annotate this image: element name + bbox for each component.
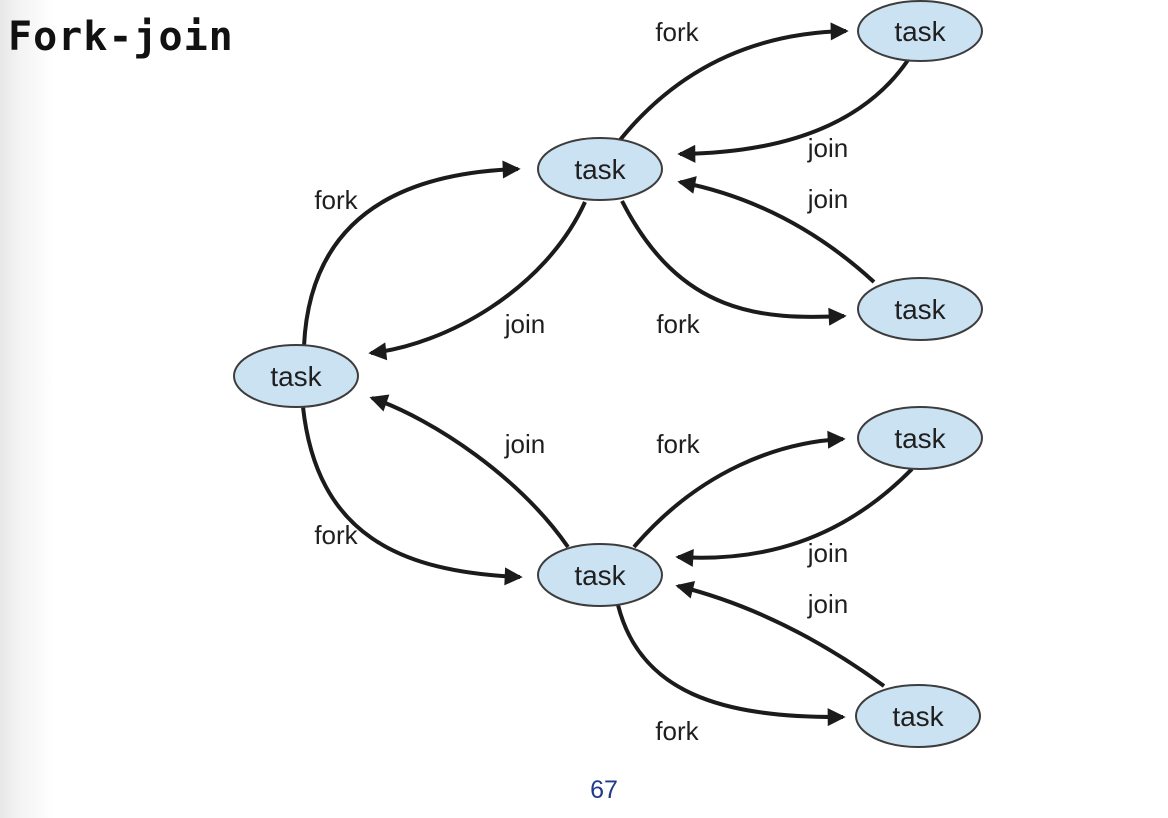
task-node-bottom-right: task bbox=[855, 684, 981, 748]
edge-join-rightmid-to-bottomcenter bbox=[675, 467, 914, 567]
task-node-label: task bbox=[894, 294, 946, 325]
edge-label-fork: fork bbox=[655, 716, 699, 746]
task-node-ellipse bbox=[857, 0, 983, 62]
edge-label-fork: fork bbox=[656, 309, 700, 339]
edge-label-join: join bbox=[504, 429, 545, 459]
edge-join-bottomcenter-to-left bbox=[369, 394, 570, 549]
edge-join-rightupper-to-topcenter bbox=[677, 176, 876, 284]
edge-label-layer: fork fork join join join fork fork join … bbox=[314, 17, 848, 746]
task-node-ellipse bbox=[855, 684, 981, 748]
task-node-left: task bbox=[233, 344, 359, 408]
node-layer: task task task task task task bbox=[233, 0, 983, 748]
task-node-ellipse bbox=[857, 406, 983, 470]
task-node-label: task bbox=[892, 701, 944, 732]
edge-label-join: join bbox=[807, 538, 848, 568]
edge-label-join: join bbox=[807, 589, 848, 619]
edge-fork-bottomcenter-to-rightmid bbox=[632, 430, 846, 549]
task-node-label: task bbox=[574, 560, 626, 591]
edge-fork-bottomcenter-to-bottomright bbox=[616, 604, 846, 727]
task-node-right-mid: task bbox=[857, 406, 983, 470]
task-node-ellipse bbox=[233, 344, 359, 408]
task-node-label: task bbox=[894, 423, 946, 454]
task-node-top-right: task bbox=[857, 0, 983, 62]
edge-label-fork: fork bbox=[656, 429, 700, 459]
task-node-right-upper: task bbox=[857, 277, 983, 341]
edge-join-topright-to-topcenter bbox=[677, 58, 910, 163]
edge-label-fork: fork bbox=[314, 185, 358, 215]
task-node-ellipse bbox=[537, 137, 663, 201]
edge-label-fork: fork bbox=[655, 17, 699, 47]
task-node-label: task bbox=[894, 16, 946, 47]
task-node-ellipse bbox=[857, 277, 983, 341]
edge-label-join: join bbox=[807, 184, 848, 214]
edge-fork-topcenter-to-rightupper bbox=[620, 200, 847, 326]
task-node-top-center: task bbox=[537, 137, 663, 201]
page-number: 67 bbox=[590, 776, 618, 804]
edge-label-join: join bbox=[807, 133, 848, 163]
edge-join-bottomright-to-bottomcenter bbox=[675, 580, 886, 688]
edge-fork-left-to-topcenter bbox=[302, 160, 521, 347]
edge-label-join: join bbox=[504, 309, 545, 339]
task-node-label: task bbox=[270, 361, 322, 392]
slide-title: Fork-join bbox=[8, 14, 234, 60]
edge-fork-topcenter-to-topright bbox=[618, 22, 849, 142]
task-node-ellipse bbox=[537, 543, 663, 607]
task-node-label: task bbox=[574, 154, 626, 185]
edge-fork-left-to-bottomcenter bbox=[301, 406, 523, 586]
task-node-bottom-center: task bbox=[537, 543, 663, 607]
edge-join-topcenter-to-left bbox=[368, 201, 587, 361]
edge-label-fork: fork bbox=[314, 520, 358, 550]
edge-layer bbox=[301, 22, 914, 727]
